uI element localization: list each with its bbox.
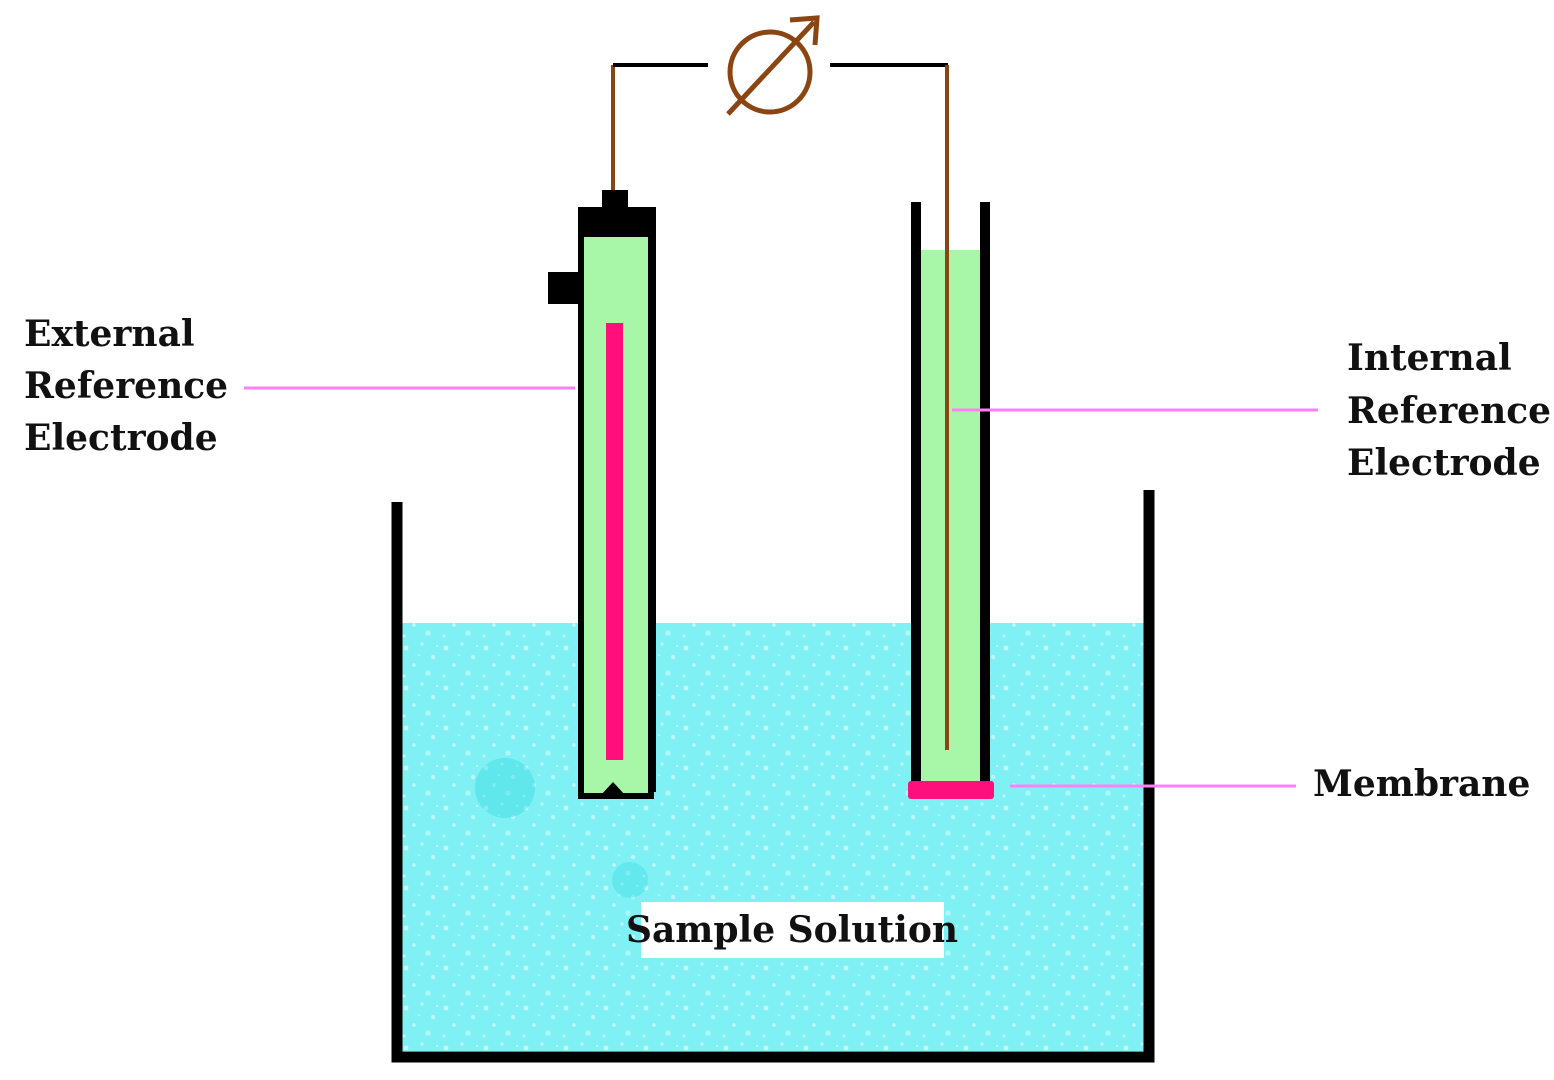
svg-text:Internal: Internal bbox=[1347, 337, 1512, 379]
svg-text:Sample Solution: Sample Solution bbox=[626, 909, 958, 951]
svg-text:Electrode: Electrode bbox=[1347, 442, 1541, 484]
beaker bbox=[391, 490, 1155, 1063]
electrode-junction bbox=[600, 782, 626, 796]
electrode-cap-top bbox=[602, 190, 628, 210]
electrode-cap bbox=[578, 207, 656, 237]
membrane-element bbox=[908, 781, 994, 799]
external-reference-electrode bbox=[548, 190, 656, 799]
circuit bbox=[611, 15, 949, 750]
sample-solution bbox=[402, 623, 1144, 1051]
internal-reference-electrode-label: Internal Reference Electrode bbox=[1347, 337, 1551, 484]
svg-text:External: External bbox=[24, 313, 195, 355]
voltmeter-icon bbox=[726, 15, 820, 116]
external-electrode-element bbox=[606, 323, 623, 760]
svg-text:Reference: Reference bbox=[1347, 390, 1551, 432]
svg-text:Reference: Reference bbox=[24, 365, 228, 407]
svg-text:Electrode: Electrode bbox=[24, 417, 218, 459]
electrode-side-port bbox=[548, 272, 578, 304]
membrane-label: Membrane bbox=[1313, 763, 1530, 805]
internal-reference-electrode bbox=[908, 202, 994, 799]
sample-solution-label: Sample Solution bbox=[626, 902, 958, 958]
external-reference-electrode-label: External Reference Electrode bbox=[24, 313, 228, 459]
